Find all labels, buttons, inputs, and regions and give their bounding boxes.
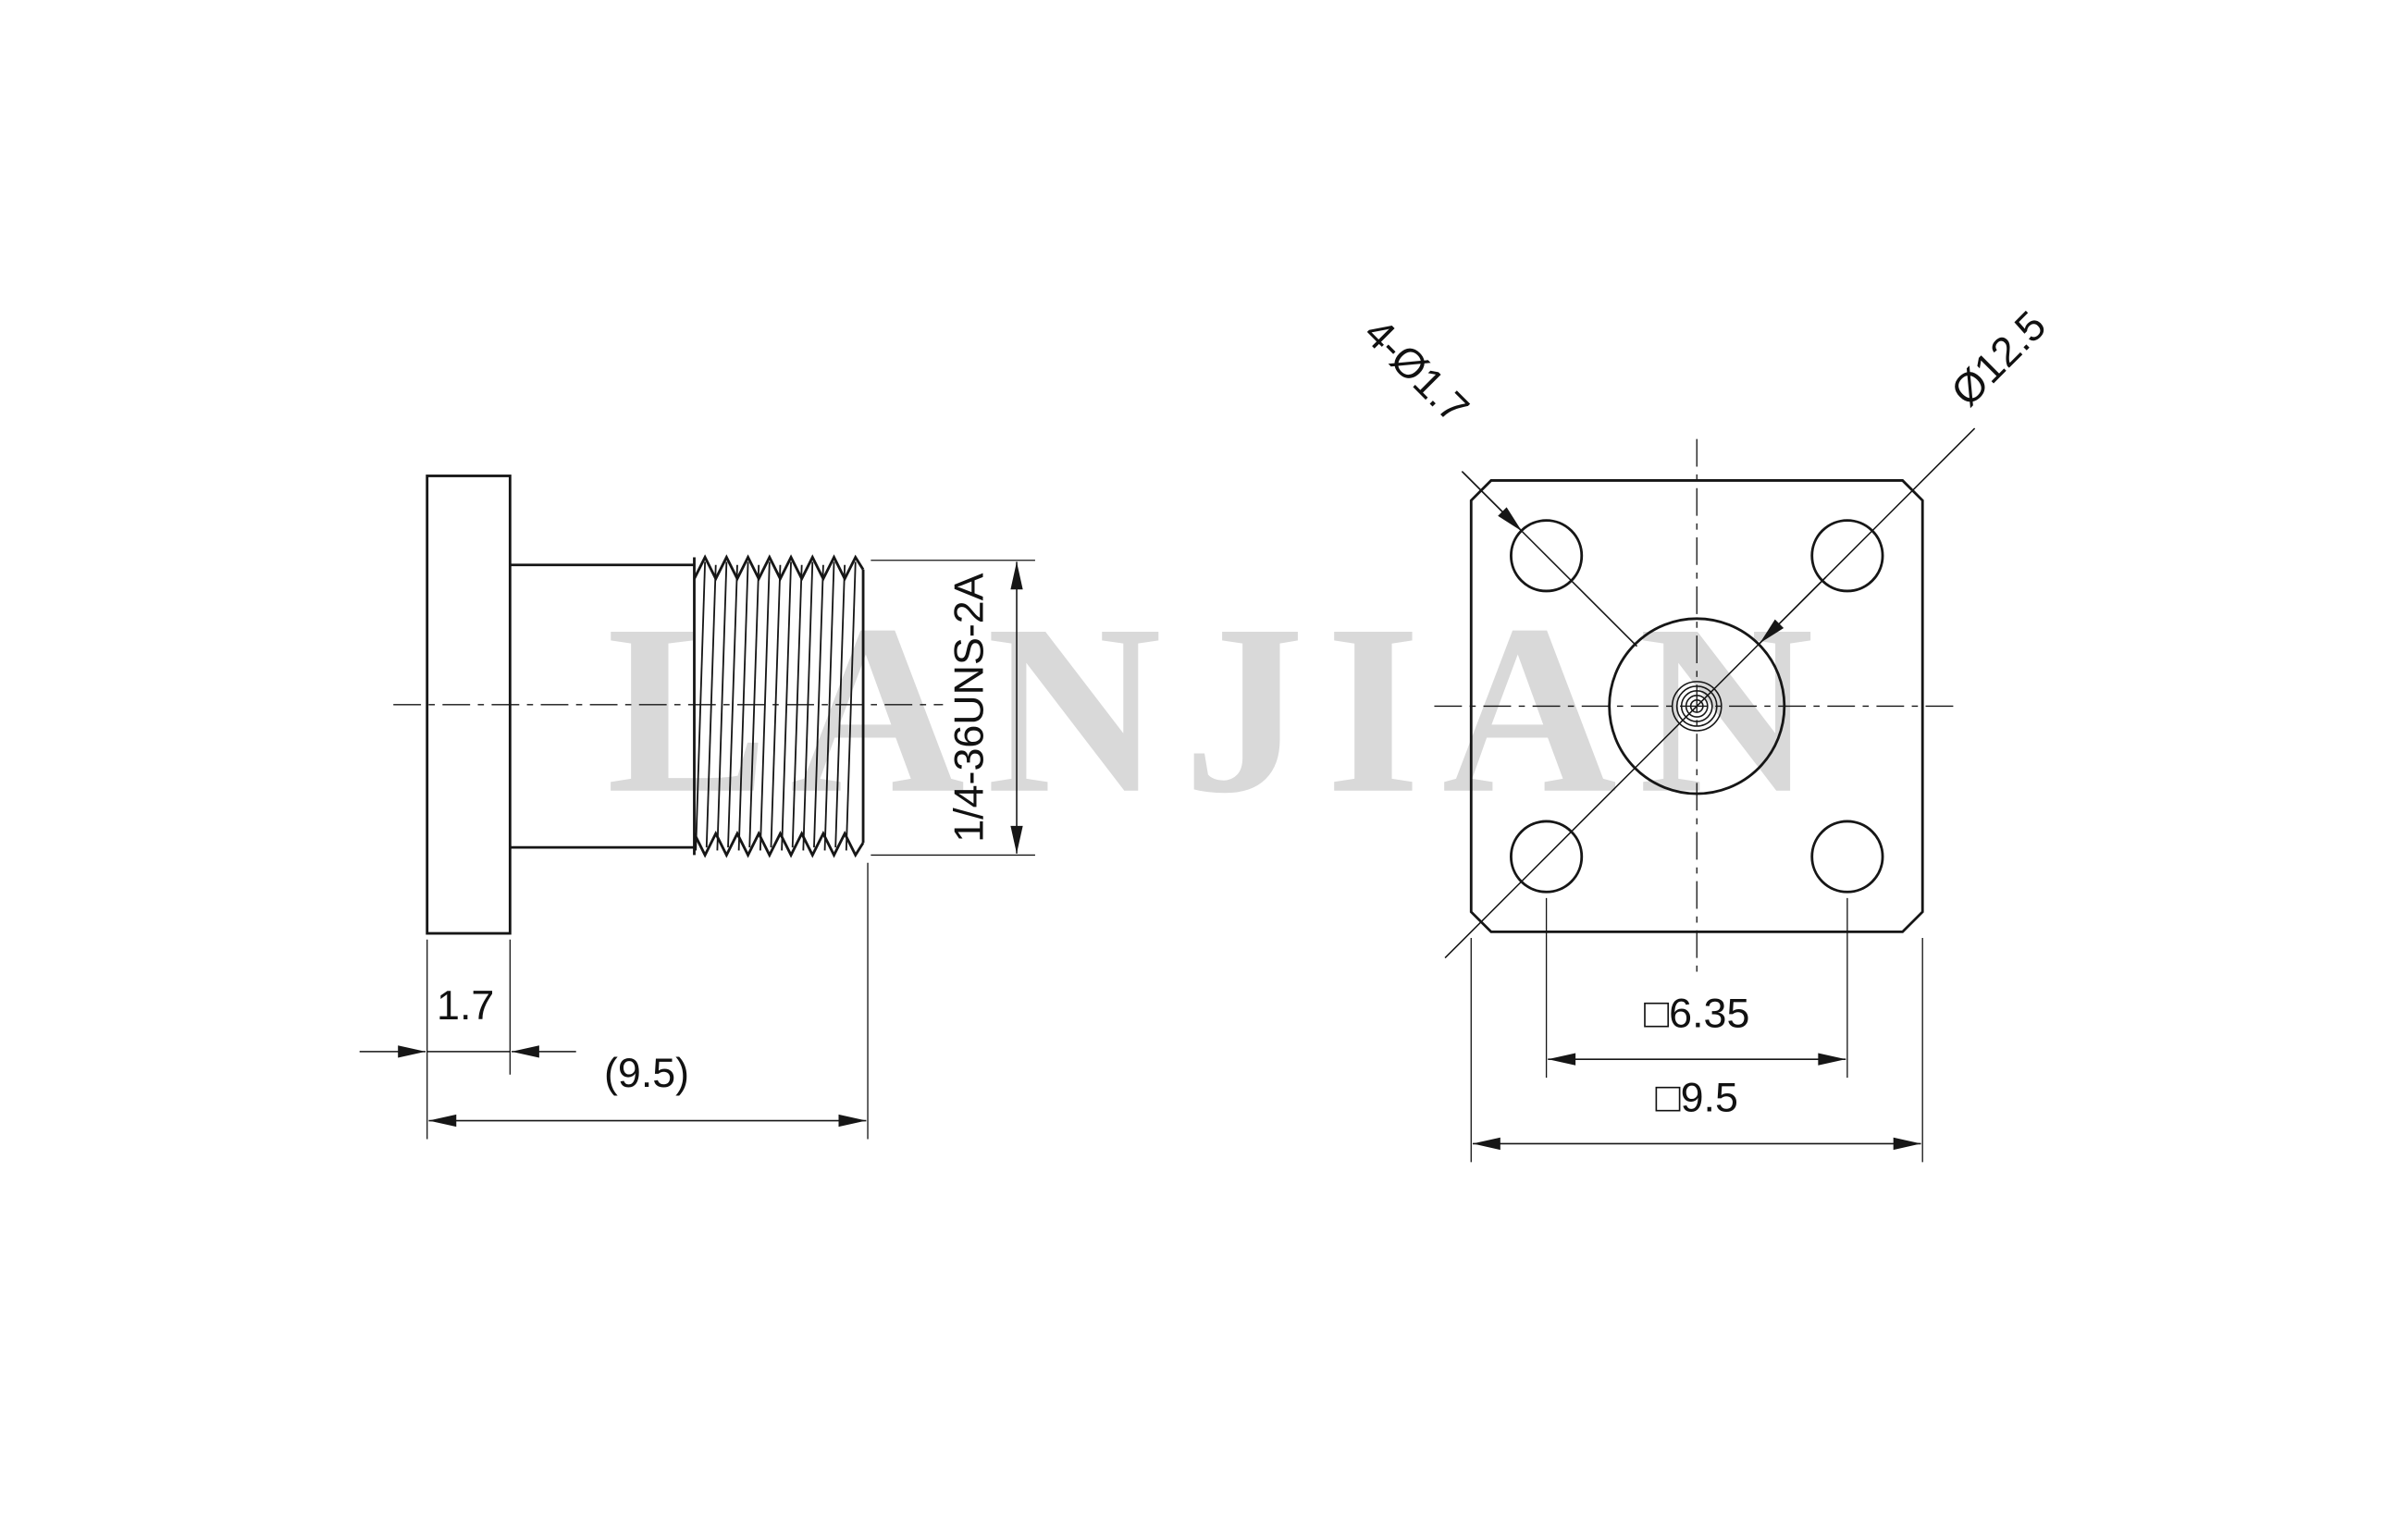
dim-flange-width: □9.5 bbox=[1656, 1075, 1738, 1121]
dim-diameter: Ø12.5 bbox=[1943, 302, 2056, 415]
flange-thickness-dimension: 1.7 bbox=[359, 939, 576, 1140]
center-contact-rings bbox=[1671, 681, 1723, 732]
side-view: 1/4-36UNS-2A 1.7 (9.5) bbox=[359, 475, 1035, 1140]
dim-thread-spec: 1/4-36UNS-2A bbox=[946, 573, 993, 842]
thread-helix-lines bbox=[695, 561, 857, 851]
flange-width-dimension: □9.5 bbox=[1470, 938, 1923, 1163]
watermark-text: LANJIAN bbox=[607, 574, 1835, 844]
thread-spec-dimension: 1/4-36UNS-2A bbox=[871, 560, 1035, 857]
overall-length-dimension: (9.5) bbox=[428, 862, 869, 1140]
dim-flange-thickness: 1.7 bbox=[437, 982, 494, 1029]
dim-overall-length: (9.5) bbox=[604, 1050, 689, 1096]
hole-pitch-dimension: □6.35 bbox=[1545, 897, 1848, 1079]
center-boss-circle bbox=[1608, 617, 1786, 795]
thread-crest-bottom bbox=[693, 831, 865, 858]
mounting-holes bbox=[1510, 519, 1884, 894]
dim-hole-pitch: □6.35 bbox=[1644, 990, 1749, 1036]
flange-square-outline bbox=[1469, 479, 1924, 933]
dim-mounting-holes: 4-Ø1.7 bbox=[1355, 310, 1477, 432]
flange-plate-outline bbox=[426, 475, 512, 935]
